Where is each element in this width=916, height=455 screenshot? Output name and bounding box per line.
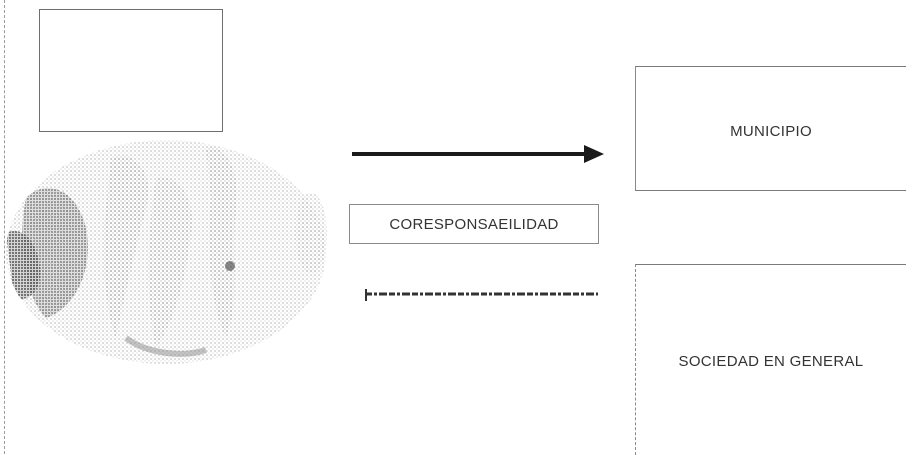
arrows-layer bbox=[352, 145, 604, 301]
municipio-label: MUNICIPIO bbox=[730, 123, 812, 140]
corresponsabilidad-box: CORESPONSAEILIDAD bbox=[349, 204, 599, 244]
globe-image bbox=[6, 140, 327, 364]
empty-rectangle bbox=[39, 9, 223, 132]
arrow-to-municipio-head bbox=[584, 145, 604, 163]
sociedad-box: SOCIEDAD EN GENERAL bbox=[635, 264, 906, 455]
left-edge-line bbox=[4, 0, 5, 454]
sociedad-label: SOCIEDAD EN GENERAL bbox=[678, 353, 864, 370]
corresponsabilidad-label: CORESPONSAEILIDAD bbox=[389, 216, 559, 233]
municipio-box: MUNICIPIO bbox=[635, 66, 906, 191]
